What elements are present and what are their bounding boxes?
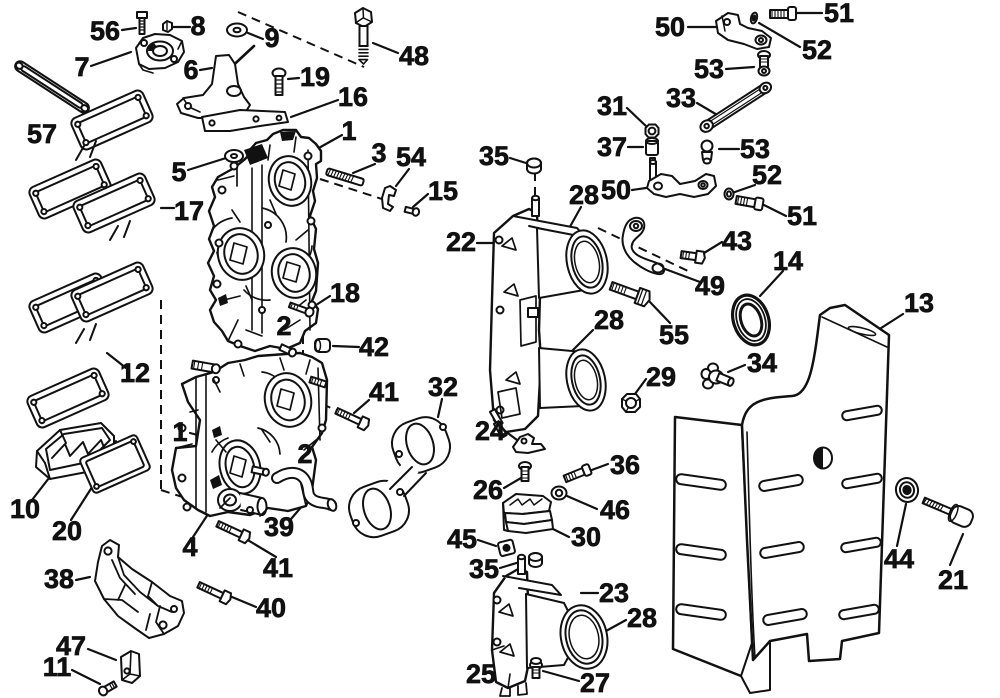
svg-text:9: 9 bbox=[264, 23, 279, 53]
svg-text:2: 2 bbox=[276, 311, 291, 341]
svg-text:17: 17 bbox=[174, 196, 204, 226]
svg-text:19: 19 bbox=[300, 62, 330, 92]
svg-text:44: 44 bbox=[884, 544, 914, 574]
svg-text:49: 49 bbox=[695, 271, 725, 301]
svg-text:14: 14 bbox=[773, 246, 803, 276]
svg-text:48: 48 bbox=[399, 41, 429, 71]
svg-text:38: 38 bbox=[44, 564, 74, 594]
svg-text:57: 57 bbox=[27, 119, 57, 149]
svg-text:1: 1 bbox=[341, 116, 356, 146]
svg-text:25: 25 bbox=[466, 659, 496, 689]
svg-text:30: 30 bbox=[571, 522, 601, 552]
svg-text:16: 16 bbox=[338, 82, 368, 112]
svg-text:24: 24 bbox=[475, 416, 505, 446]
svg-text:51: 51 bbox=[787, 201, 817, 231]
svg-text:34: 34 bbox=[747, 348, 777, 378]
svg-text:6: 6 bbox=[183, 55, 198, 85]
svg-text:3: 3 bbox=[371, 138, 386, 168]
svg-text:55: 55 bbox=[659, 320, 689, 350]
svg-text:8: 8 bbox=[190, 11, 205, 41]
svg-text:28: 28 bbox=[569, 180, 599, 210]
svg-text:5: 5 bbox=[171, 157, 186, 187]
svg-text:29: 29 bbox=[646, 362, 676, 392]
svg-text:52: 52 bbox=[802, 35, 832, 65]
svg-text:35: 35 bbox=[479, 141, 509, 171]
svg-text:27: 27 bbox=[580, 668, 610, 698]
svg-text:39: 39 bbox=[264, 512, 294, 542]
svg-text:1: 1 bbox=[172, 417, 187, 447]
svg-text:51: 51 bbox=[824, 0, 854, 28]
svg-text:36: 36 bbox=[610, 450, 640, 480]
svg-text:31: 31 bbox=[597, 91, 627, 121]
svg-text:18: 18 bbox=[330, 278, 360, 308]
svg-text:20: 20 bbox=[52, 516, 82, 546]
svg-text:52: 52 bbox=[752, 160, 782, 190]
svg-text:50: 50 bbox=[655, 12, 685, 42]
svg-text:37: 37 bbox=[597, 132, 627, 162]
svg-text:10: 10 bbox=[10, 494, 40, 524]
svg-text:56: 56 bbox=[90, 16, 120, 46]
svg-text:46: 46 bbox=[600, 495, 630, 525]
svg-text:12: 12 bbox=[120, 358, 150, 388]
svg-text:23: 23 bbox=[599, 578, 629, 608]
svg-text:41: 41 bbox=[263, 553, 293, 583]
svg-text:13: 13 bbox=[904, 288, 934, 318]
svg-text:33: 33 bbox=[666, 83, 696, 113]
svg-text:26: 26 bbox=[473, 475, 503, 505]
svg-text:41: 41 bbox=[369, 377, 399, 407]
svg-text:42: 42 bbox=[359, 332, 389, 362]
svg-text:28: 28 bbox=[594, 305, 624, 335]
svg-text:21: 21 bbox=[938, 565, 968, 595]
svg-text:53: 53 bbox=[740, 134, 770, 164]
svg-text:7: 7 bbox=[74, 52, 89, 82]
svg-text:43: 43 bbox=[722, 226, 752, 256]
svg-text:11: 11 bbox=[43, 652, 72, 682]
svg-text:28: 28 bbox=[627, 603, 657, 633]
svg-text:54: 54 bbox=[396, 142, 426, 172]
svg-text:2: 2 bbox=[297, 439, 312, 469]
svg-text:53: 53 bbox=[694, 54, 724, 84]
svg-text:32: 32 bbox=[428, 372, 458, 402]
svg-text:40: 40 bbox=[256, 593, 286, 623]
svg-text:4: 4 bbox=[182, 532, 197, 562]
svg-text:50: 50 bbox=[601, 175, 631, 205]
svg-text:22: 22 bbox=[446, 227, 476, 257]
svg-text:35: 35 bbox=[469, 554, 499, 584]
svg-text:15: 15 bbox=[428, 176, 458, 206]
svg-text:47: 47 bbox=[56, 631, 86, 661]
svg-text:45: 45 bbox=[447, 524, 477, 554]
